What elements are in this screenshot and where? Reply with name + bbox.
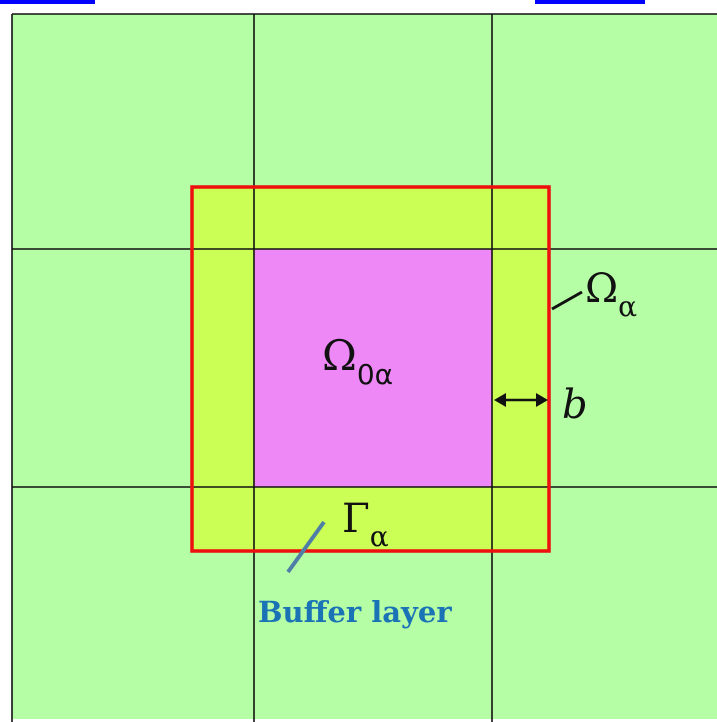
clipped-header-right <box>535 0 645 4</box>
outer-domain-boundary <box>190 185 551 553</box>
buffer-width-arrow <box>494 393 548 407</box>
core-domain-label: Ω0α <box>322 331 393 391</box>
buffer-layer-leader-line <box>286 520 326 574</box>
grid-lines <box>11 13 717 722</box>
outer-domain-label: Ωα <box>585 266 637 323</box>
core-domain <box>254 249 492 487</box>
boundary-label: Γα <box>342 496 389 553</box>
clipped-header-left <box>0 0 95 4</box>
outer-domain-leader-line <box>551 290 583 311</box>
buffer-width-label: b <box>562 382 588 428</box>
buffer-layer-label: Buffer layer <box>258 595 452 629</box>
